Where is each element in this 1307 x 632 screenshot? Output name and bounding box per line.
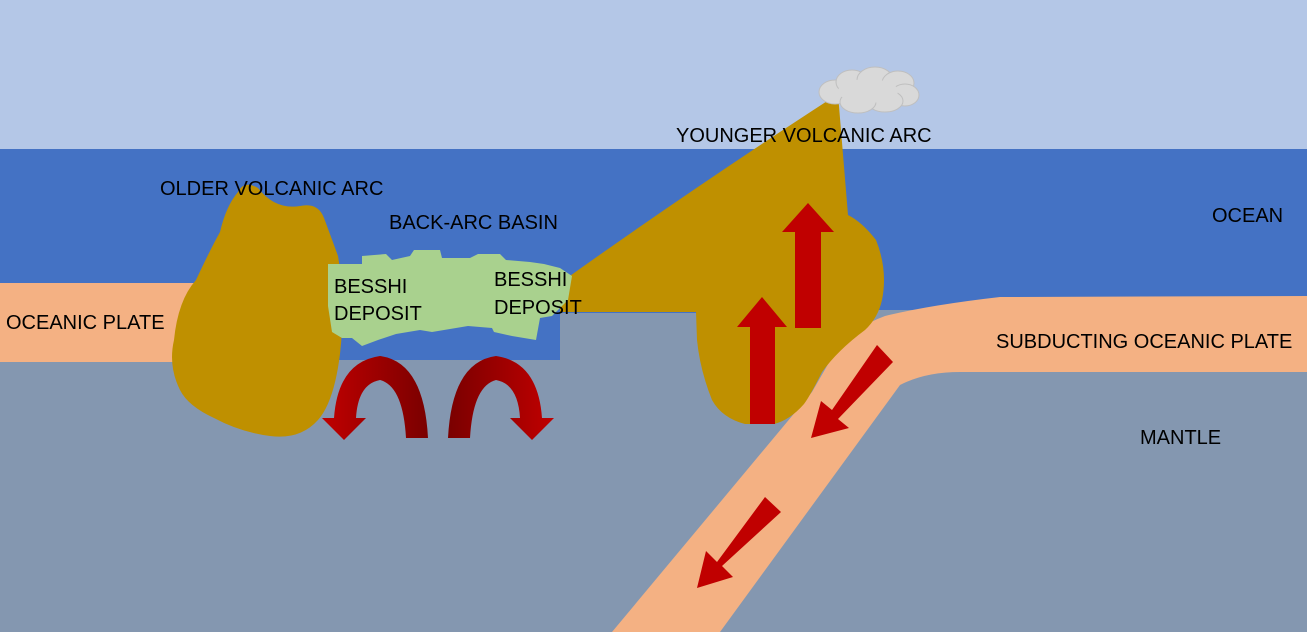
convection-arrow-left <box>322 356 428 440</box>
convection-arrow-right <box>448 356 554 440</box>
subduction-arrow-upper <box>811 345 893 438</box>
magma-arrow-up-upper <box>782 203 834 328</box>
besshi-deposit-layer <box>328 250 572 346</box>
older-volcanic-arc <box>172 184 343 437</box>
label-besshi-deposit-left-line2: DEPOSIT <box>334 303 422 325</box>
subduction-arrow-lower <box>697 497 781 588</box>
label-back-arc-basin: BACK-ARC BASIN <box>389 212 558 234</box>
magma-arrow-up-lower <box>737 297 787 424</box>
label-ocean: OCEAN <box>1212 205 1284 227</box>
label-subducting-oceanic-plate: SUBDUCTING OCEANIC PLATE <box>996 331 1293 353</box>
sky <box>0 0 1307 150</box>
label-oceanic-plate: OCEANIC PLATE <box>6 312 165 334</box>
eruption-cloud <box>818 66 920 114</box>
label-older-volcanic-arc: OLDER VOLCANIC ARC <box>160 178 384 200</box>
younger-volcanic-arc <box>560 94 884 424</box>
label-younger-volcanic-arc: YOUNGER VOLCANIC ARC <box>676 125 932 147</box>
subducting-oceanic-plate <box>612 296 1307 632</box>
label-besshi-deposit-right-line2: DEPOSIT <box>494 297 582 319</box>
label-besshi-deposit-left-line1: BESSHI <box>334 276 408 298</box>
label-besshi-deposit-right-line1: BESSHI <box>494 269 568 291</box>
label-mantle: MANTLE <box>1140 427 1222 449</box>
oceanic-plate <box>0 283 200 362</box>
